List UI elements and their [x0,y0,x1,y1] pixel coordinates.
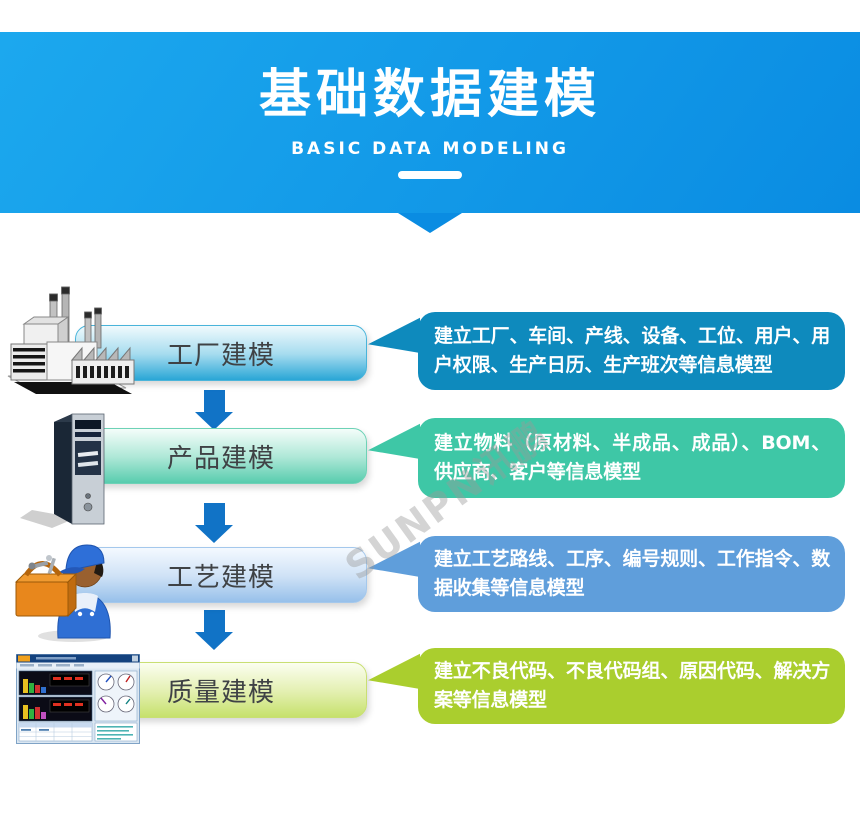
arrow-shaft [203,503,225,525]
page-title: 基础数据建模 [258,65,601,125]
pill-label: 产品建模 [166,443,275,474]
banner-notch [398,213,462,233]
bubble-text: 建立工厂、车间、产线、设备、工位、用户、用户权限、生产日历、生产班次等信息模型 [434,325,830,376]
arrow-head [195,412,233,430]
down-arrow-3 [195,610,233,650]
bubble-text: 建立物料（原材料、半成品、成品）、BOM、供应商、客户等信息模型 [434,432,830,483]
factory-icon [6,286,144,398]
down-arrow-2 [195,503,233,543]
title-underline-dash [398,170,462,179]
computer-icon [18,412,118,530]
bubble-quality-modeling: 建立不良代码、不良代码组、原因代码、解决方案等信息模型 [368,648,845,724]
bubble-tail [368,423,420,459]
pill-process-modeling: 工艺建模 [75,547,367,603]
bubble-text: 建立不良代码、不良代码组、原因代码、解决方案等信息模型 [434,660,830,711]
bubble-tail [368,541,420,577]
bubble-factory-modeling: 建立工厂、车间、产线、设备、工位、用户、用户权限、生产日历、生产班次等信息模型 [368,312,845,390]
arrow-shaft [203,390,225,412]
arrow-head [195,525,233,543]
pill-label: 工厂建模 [166,340,275,371]
arrow-shaft [203,610,225,632]
pill-product-modeling: 产品建模 [75,428,367,484]
pill-label: 工艺建模 [166,562,275,593]
pill-factory-modeling: 工厂建模 [75,325,367,381]
header-banner: 基础数据建模 BASIC DATA MODELING [0,32,860,213]
arrow-head [195,632,233,650]
pill-label: 质量建模 [166,677,275,708]
down-arrow-1 [195,390,233,430]
bubble-text: 建立工艺路线、工序、编号规则、工作指令、数据收集等信息模型 [434,548,830,599]
quality-dashboard-icon [16,654,140,744]
bubble-product-modeling: 建立物料（原材料、半成品、成品）、BOM、供应商、客户等信息模型 [368,418,845,498]
bubble-tail [368,317,420,353]
bubble-tail [368,653,420,689]
worker-icon [12,530,116,644]
page-subtitle: BASIC DATA MODELING [291,138,569,159]
bubble-process-modeling: 建立工艺路线、工序、编号规则、工作指令、数据收集等信息模型 [368,536,845,612]
